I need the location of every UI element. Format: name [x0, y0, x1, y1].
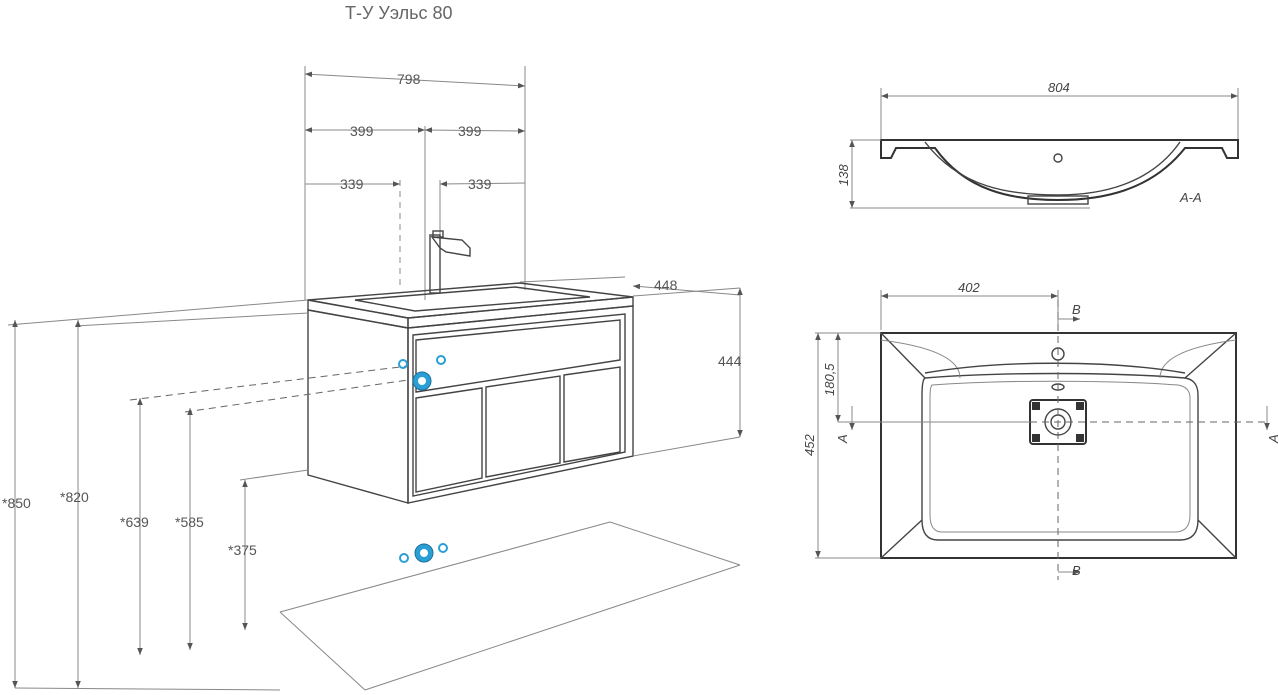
- section-label: А-А: [1179, 190, 1202, 205]
- dim-width-total: 798: [397, 71, 421, 87]
- section-mark-b-top: В: [1072, 302, 1081, 317]
- drawing-title: Т-У Уэльс 80: [345, 3, 453, 23]
- dim-height: 444: [718, 353, 742, 369]
- dim-height-820: *820: [60, 489, 89, 505]
- dim-half-left: 399: [350, 123, 374, 139]
- drain-outlet: [399, 543, 448, 563]
- dim-top-offset: 402: [958, 280, 980, 295]
- water-outlets: [398, 355, 446, 391]
- dim-section-height: 138: [836, 164, 851, 186]
- basin-top-view: 402 В В А А 452 180: [802, 280, 1279, 580]
- section-mark-a-left: А: [835, 434, 850, 444]
- dim-offset-left: 339: [340, 176, 364, 192]
- faucet: [429, 230, 471, 294]
- section-mark-a-right: А: [1266, 434, 1279, 444]
- dim-height-639: *639: [120, 514, 149, 530]
- dim-depth: 448: [654, 277, 678, 293]
- dim-height-375: *375: [228, 542, 257, 558]
- dim-hole-offset: 180,5: [822, 363, 837, 396]
- dim-height-850: *850: [2, 495, 31, 511]
- dim-section-width: 804: [1048, 80, 1070, 95]
- dim-height-585: *585: [175, 514, 204, 530]
- cabinet-isometric-view: 798 399 399 339 339: [2, 66, 743, 691]
- dim-half-right: 399: [458, 123, 482, 139]
- basin-section-view: 804 138 А-А: [836, 80, 1239, 209]
- dim-top-depth: 452: [802, 434, 817, 456]
- dim-offset-right: 339: [468, 176, 492, 192]
- section-mark-b-bottom: В: [1072, 563, 1081, 578]
